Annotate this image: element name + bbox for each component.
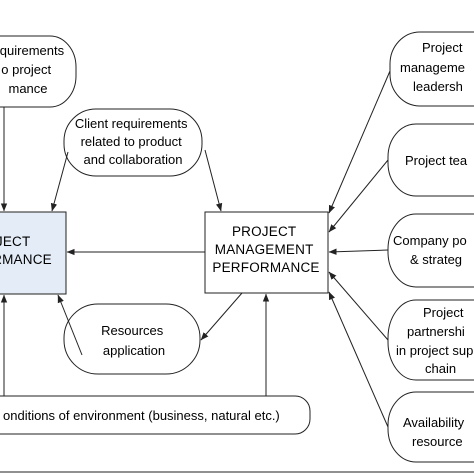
- node-label: PROJECT MANAGEMENT PERFORMANCE: [212, 224, 319, 275]
- edge-pm-leadership-to-pm-performance: [328, 70, 391, 214]
- edge-resources-application-to-project-performance: [57, 294, 83, 356]
- node-pm-performance: PROJECT MANAGEMENT PERFORMANCE: [204, 211, 329, 294]
- node-label: Project partnershi in project sup chain: [396, 305, 474, 376]
- node-label: Availability resource: [403, 415, 468, 449]
- node-company-policy: Company po & strateg: [387, 213, 474, 288]
- node-label: Project tea: [405, 153, 468, 168]
- edge-client-req-product-to-project-performance: [50, 151, 69, 212]
- node-client-requirements-product: Client requirements related to product a…: [63, 108, 203, 177]
- node-label: Client requirements related to product a…: [75, 116, 191, 167]
- node-resources-availability: Availability resource: [387, 391, 474, 463]
- node-label: requirements o project mance: [0, 43, 68, 96]
- node-label: JECT RMANCE: [0, 234, 52, 267]
- node-environment: onditions of environment (business, natu…: [0, 395, 311, 435]
- edge-pm-performance-to-resources-application: [200, 292, 243, 341]
- node-label: Company po & strateg: [393, 233, 470, 267]
- node-label: Project manageme leadersh: [400, 40, 469, 94]
- edge-client-req-product-to-pm-performance: [204, 149, 223, 212]
- node-label: onditions of environment (business, natu…: [3, 408, 280, 423]
- node-project-partnership: Project partnershi in project sup chain: [387, 299, 474, 381]
- edge-project-partnership-to-pm-performance: [328, 271, 389, 341]
- node-project-team: Project tea: [387, 123, 474, 197]
- edge-resources-availability-to-pm-performance: [328, 291, 389, 428]
- edge-project-team-to-pm-performance: [328, 159, 389, 233]
- node-project-performance: JECT RMANCE: [0, 211, 67, 295]
- node-client-requirements-project: requirements o project mance: [0, 35, 77, 108]
- node-label: Resources application: [101, 323, 167, 358]
- edge-company-policy-to-pm-performance: [328, 248, 389, 255]
- project-performance-box: [0, 211, 67, 295]
- node-pm-leadership: Project manageme leadersh: [389, 31, 474, 107]
- node-resources-application: Resources application: [63, 303, 201, 375]
- connectors: [0, 70, 391, 428]
